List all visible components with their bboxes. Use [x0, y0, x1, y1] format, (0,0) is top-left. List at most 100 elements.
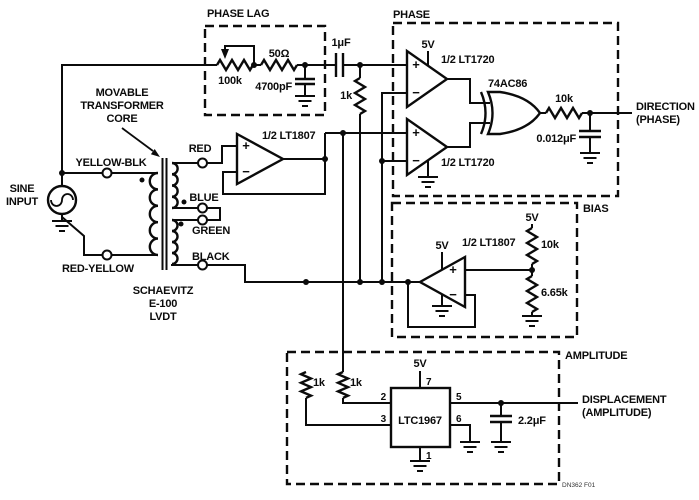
res-10k-phase-label: 10k: [555, 93, 574, 105]
comp-top-minus-sign: −: [412, 85, 420, 100]
terminal-black: [197, 259, 208, 271]
resistor-10k-phase: [544, 105, 584, 121]
junction-dot: [302, 62, 308, 68]
displacement-output-label-2: (AMPLITUDE): [582, 407, 652, 419]
lvdt-maker-2: E-100: [149, 298, 177, 310]
res-1k-left-label: 1k: [313, 377, 326, 389]
ground-pin6-icon: [460, 441, 480, 453]
bias-minus-sign: −: [449, 287, 457, 302]
comp-top-5v-label: 5V: [421, 39, 435, 51]
resistor-1k-left: [297, 370, 315, 399]
core-note-1: MOVABLE: [96, 87, 149, 99]
res-1k-right-label: 1k: [350, 377, 363, 389]
transformer-secondary2-winding: [171, 218, 179, 266]
phasing-dot-primary: [139, 177, 145, 183]
resistor-50ohm: [259, 57, 299, 73]
sine-input-label-1: SINE: [10, 183, 35, 195]
wire-1k-left-to-pin3: [305, 398, 391, 426]
sine-input-label-2: INPUT: [6, 196, 38, 208]
phase-lag-box: [203, 24, 327, 117]
cap-22uf-label: 2.2μF: [518, 415, 546, 427]
junction-dot: [379, 279, 385, 285]
junction-dot: [379, 158, 385, 164]
resistor-1k-right: [334, 370, 352, 399]
lvdt-maker-3: LVDT: [149, 311, 177, 323]
res-665k-label: 6.65k: [541, 287, 569, 299]
junction-dot: [405, 279, 411, 285]
phase-lag-title: PHASE LAG: [207, 8, 269, 20]
resistor-1k-coupling: [352, 76, 368, 116]
pin3-label: 3: [381, 414, 387, 425]
ltc-5v-label: 5V: [413, 358, 427, 370]
ground-665k-icon: [522, 315, 542, 327]
wire-comp-minus-bus: [381, 92, 407, 282]
capacitor-012uf: [579, 129, 601, 139]
ground-comparator-icon: [418, 176, 438, 188]
cap-1uf-label: 1μF: [332, 37, 351, 49]
ground-source-icon: [52, 220, 72, 232]
bias-opamp: [417, 254, 467, 310]
junction-dot: [251, 62, 257, 68]
pin1-label: 1: [426, 451, 432, 462]
amplitude-box: [285, 350, 561, 486]
core-pointer-line: [121, 127, 154, 152]
ltc1967-chip: [389, 386, 452, 449]
junction-dot: [529, 267, 535, 273]
cap-012uf-label: 0.012μF: [536, 133, 576, 145]
comp-top-part-label: 1/2 LT1720: [441, 54, 495, 66]
junction-dot: [357, 62, 363, 68]
core-pointer-arrow-icon: [150, 149, 160, 157]
core-note-3: CORE: [107, 113, 138, 125]
ground-4700pf-icon: [295, 95, 315, 107]
amplitude-title: AMPLITUDE: [565, 350, 627, 362]
divider-5v-label: 5V: [525, 212, 539, 224]
wire-blue-green-jumper: [207, 207, 221, 221]
junction-dot: [357, 279, 363, 285]
buffer-minus-sign: −: [242, 164, 250, 179]
wire-label-blue: BLUE: [189, 192, 218, 204]
sine-wave-icon: [50, 193, 74, 207]
terminal-green: [197, 214, 208, 226]
ground-012uf-icon: [580, 152, 600, 164]
comp-top-plus-sign: +: [412, 57, 420, 72]
direction-output-label-2: (PHASE): [636, 114, 680, 126]
components: [46, 48, 601, 449]
comparator-bottom: [405, 116, 450, 178]
pin6-label: 6: [456, 414, 462, 425]
buffer-opamp: [235, 131, 286, 187]
junction-dot: [322, 156, 328, 162]
sine-source: [46, 184, 78, 216]
wire-comp-bot-to-xor: [447, 122, 490, 148]
transformer-secondary1-winding: [171, 161, 179, 210]
ground-pin1-icon: [410, 460, 430, 472]
wire-buffer-feedback: [222, 133, 326, 195]
buffer-part-label: 1/2 LT1807: [262, 130, 316, 142]
terminal-red: [197, 157, 208, 169]
comp-bot-part-label: 1/2 LT1720: [441, 157, 495, 169]
bias-plus-sign: +: [449, 262, 457, 277]
wire-sec-black: [171, 264, 198, 266]
comp-bot-plus-sign: +: [412, 125, 420, 140]
wire-label-black: BLACK: [192, 251, 230, 263]
resistor-10k-bias: [524, 226, 540, 266]
ltc1967-part-label: LTC1967: [398, 415, 442, 427]
pin7-label: 7: [426, 377, 432, 388]
ground-bias-opamp-icon: [432, 305, 452, 317]
res-10k-bias-label: 10k: [541, 239, 560, 251]
wire-pot-wiper: [224, 45, 255, 65]
direction-output-label-1: DIRECTION: [636, 101, 695, 113]
lvdt-maker-1: SCHAEVITZ: [133, 285, 194, 297]
bias-part-label: 1/2 LT1807: [462, 237, 516, 249]
wire-1k-right-to-pin2: [342, 398, 391, 404]
potentiometer-100k: [215, 57, 255, 73]
wire-label-red: RED: [189, 143, 212, 155]
comparator-top: [405, 48, 450, 110]
bias-amp-5v-label: 5V: [435, 240, 449, 252]
pin5-label: 5: [456, 392, 462, 403]
buffer-plus-sign: +: [242, 138, 250, 153]
wire-comp-top-to-xor: [447, 78, 490, 104]
phase-title: PHASE: [393, 9, 430, 21]
labels: SINE INPUT MOVABLE TRANSFORMER CORE YELL…: [6, 8, 695, 489]
